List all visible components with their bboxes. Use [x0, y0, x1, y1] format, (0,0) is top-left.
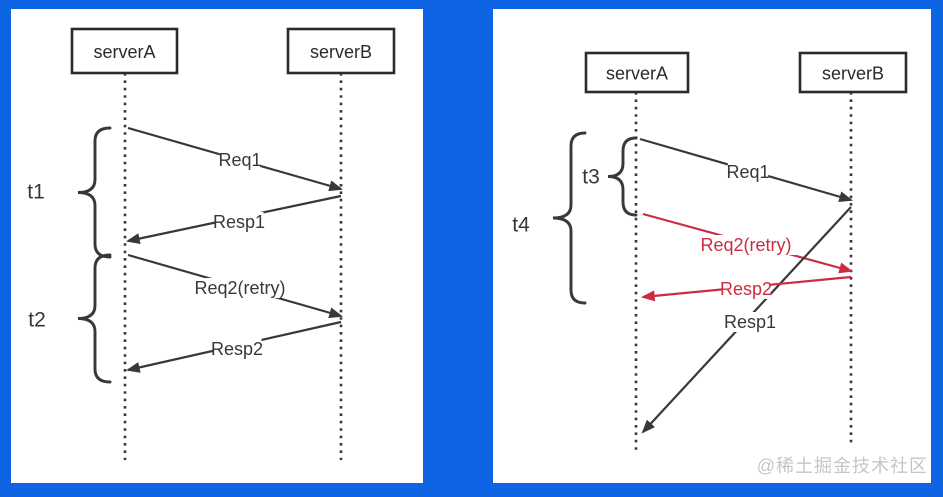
message-label-bg — [214, 212, 264, 232]
message-label-bg — [212, 339, 262, 359]
message-label-req1: Req1 — [726, 162, 769, 182]
actor-label-servera: serverA — [93, 42, 155, 62]
time-brace-label-t4: t4 — [512, 214, 530, 237]
time-brace-t2 — [77, 253, 112, 384]
actor-box-servera — [70, 27, 179, 75]
message-label-req2-retry: Req2(retry) — [194, 278, 285, 298]
message-label-req1: Req1 — [218, 150, 261, 170]
actor-box-serverb — [798, 51, 908, 94]
time-brace-t1 — [77, 126, 112, 259]
actor-box-serverb — [286, 27, 396, 75]
message-label-bg — [695, 235, 797, 255]
time-brace-t4 — [552, 131, 587, 305]
time-brace-label-t1: t1 — [27, 181, 45, 204]
time-brace-label-t2: t2 — [28, 309, 46, 332]
actor-label-servera: serverA — [606, 64, 668, 84]
message-label-resp2: Resp2 — [720, 279, 772, 299]
message-label-bg — [727, 162, 769, 182]
time-brace-label-t3: t3 — [582, 166, 600, 189]
watermark: @稀土掘金技术社区 — [756, 456, 928, 476]
message-label-bg — [725, 312, 775, 332]
actor-label-serverb: serverB — [310, 42, 372, 62]
message-label-req2-retry: Req2(retry) — [700, 235, 791, 255]
message-label-bg — [189, 278, 291, 298]
actor-label-serverb: serverB — [822, 64, 884, 84]
actor-box-servera — [584, 51, 690, 94]
message-label-bg — [721, 279, 771, 299]
time-brace-t3 — [607, 136, 638, 217]
message-label-resp1: Resp1 — [724, 312, 776, 332]
message-label-resp1: Resp1 — [213, 212, 265, 232]
message-label-resp2: Resp2 — [211, 339, 263, 359]
message-label-bg — [219, 150, 261, 170]
